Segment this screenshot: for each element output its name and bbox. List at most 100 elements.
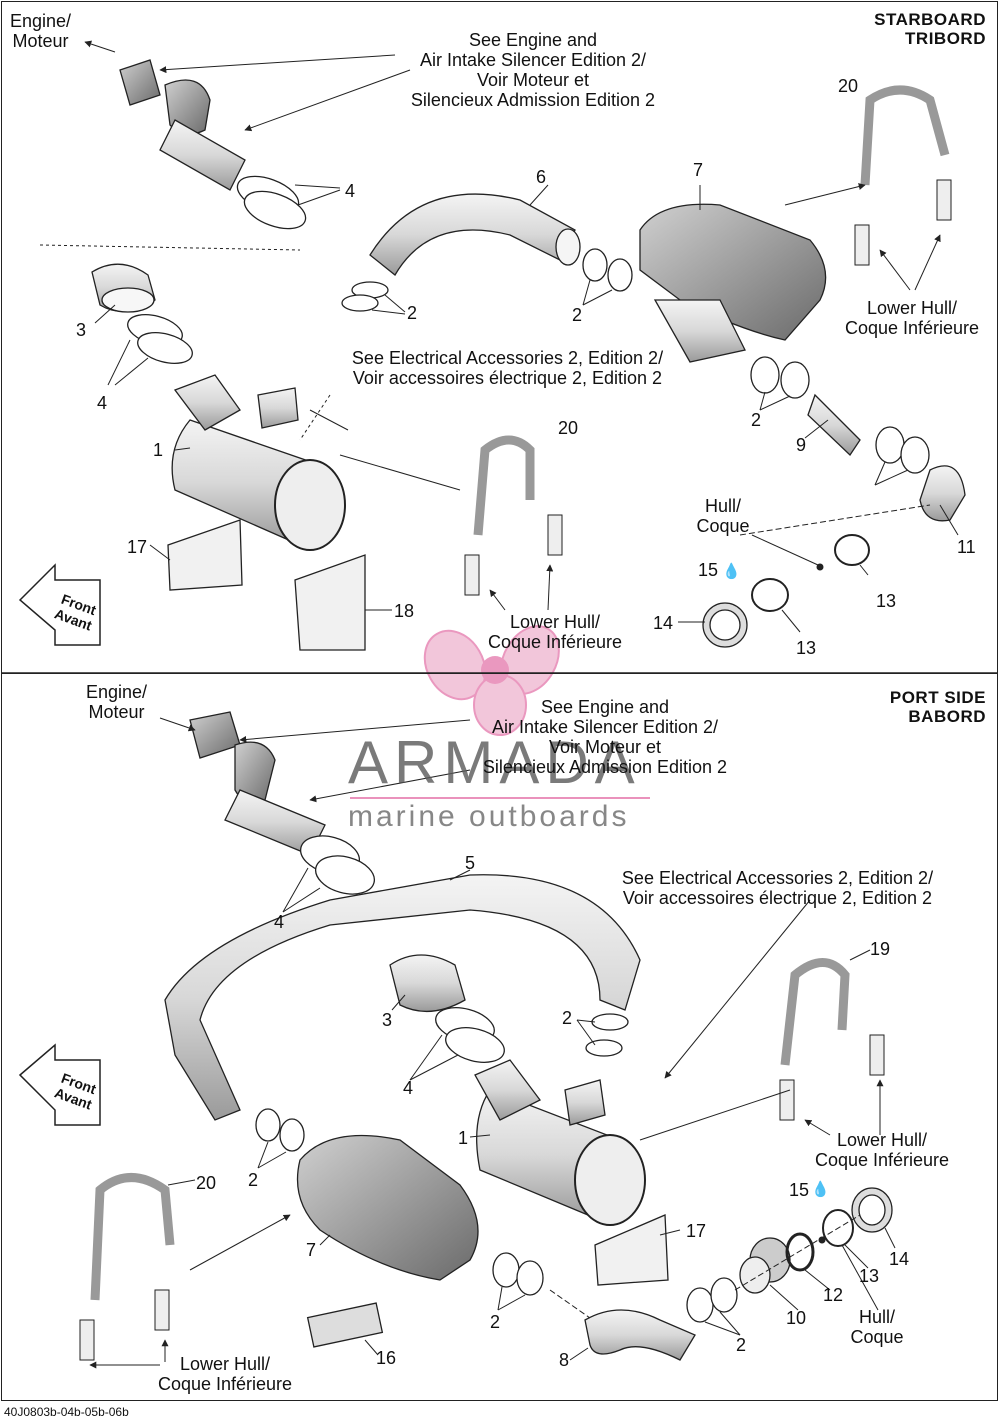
part-number: 14 — [653, 613, 674, 633]
port-leaders — [89, 717, 896, 1369]
part-number: 2 — [562, 1008, 573, 1028]
part-number: 10 — [786, 1308, 807, 1328]
brackets-port — [79, 1034, 885, 1361]
watermark-rule — [350, 797, 650, 799]
elbow-11 — [919, 465, 966, 522]
part-number: 4 — [403, 1078, 414, 1098]
clamps-4-upper — [236, 175, 307, 230]
strap-19 — [780, 958, 850, 1066]
drop-icon: 💧 — [811, 1181, 830, 1198]
clamps-4-lower — [127, 314, 193, 364]
part-number: 2 — [736, 1335, 747, 1355]
engine-label-port: Engine/ Moteur — [86, 682, 148, 722]
part-number: 8 — [559, 1350, 570, 1370]
lower-hull-label-port-a: Lower Hull/ Coque Inférieure — [814, 1130, 950, 1170]
part-number: 20 — [558, 418, 579, 438]
figure-code: 40J0803b-04b-05b-06b — [4, 1405, 129, 1419]
strap-20-b — [473, 435, 535, 536]
front-arrow-port — [18, 1043, 101, 1126]
ring-13-b — [751, 578, 789, 612]
part-number: 13 — [796, 638, 817, 658]
part-number: 13 — [876, 591, 897, 611]
watermark-logo — [423, 625, 560, 736]
muffler-1-port — [474, 1059, 646, 1226]
muffler-1 — [171, 374, 346, 551]
starboard-title: STARBOARD TRIBORD — [874, 10, 986, 48]
strap-20-a — [860, 85, 950, 186]
part-number: 15 — [698, 560, 719, 580]
part-number: 9 — [796, 435, 807, 455]
part-number: 16 — [376, 1348, 397, 1368]
port-title: PORT SIDE BABORD — [889, 688, 986, 726]
see-electrical-note-port: See Electrical Accessories 2, Edition 2/… — [621, 868, 934, 908]
fitting-10 — [739, 1237, 791, 1294]
watermark-brand: ARMADA — [348, 729, 641, 796]
part-number: 2 — [572, 305, 583, 325]
clamps-4-port-upper — [300, 835, 375, 895]
part-number: 7 — [693, 160, 704, 180]
ring-13-a — [834, 534, 870, 566]
part-number: 17 — [127, 537, 148, 557]
sleeve-3-port — [389, 954, 466, 1013]
hose-9 — [807, 393, 861, 457]
part-number: 13 — [859, 1266, 880, 1286]
starboard-leaders — [39, 40, 959, 633]
part-number: 20 — [838, 76, 859, 96]
part-number: 14 — [889, 1249, 910, 1269]
pipe-5 — [164, 874, 641, 1121]
drop-icon: 💧 — [722, 563, 741, 580]
part-number: 3 — [76, 320, 87, 340]
hull-label-starboard: Hull/ Coque — [696, 496, 750, 536]
clamps-4-port-lower — [435, 1007, 505, 1063]
part-number: 2 — [407, 303, 418, 323]
part-number: 19 — [870, 939, 891, 959]
fitting-14 — [702, 602, 748, 648]
see-engine-note-starboard: See Engine and Air Intake Silencer Editi… — [410, 30, 656, 110]
engine-label-starboard: Engine/ Moteur — [10, 11, 72, 51]
part-number: 3 — [382, 1010, 393, 1030]
lower-hull-label-starboard-b: Lower Hull/ Coque Inférieure — [487, 612, 623, 652]
fitting-14-port — [851, 1187, 893, 1233]
part-number: 11 — [957, 537, 976, 557]
hose-8 — [584, 1309, 696, 1361]
lower-hull-label-starboard-a: Lower Hull/ Coque Inférieure — [844, 298, 980, 338]
part-number: 2 — [751, 410, 762, 430]
part-number: 7 — [306, 1240, 317, 1260]
port-panel-frame — [1, 673, 998, 1401]
part-number: 2 — [248, 1170, 259, 1190]
lower-hull-label-port-b: Lower Hull/ Coque Inférieure — [157, 1354, 293, 1394]
part-number: 1 — [153, 440, 164, 460]
part-number: 20 — [196, 1173, 217, 1193]
port-panel-drawing — [18, 711, 896, 1369]
part-number: 4 — [345, 181, 356, 201]
silencer-7-port — [296, 1134, 479, 1281]
hull-label-port: Hull/ Coque — [850, 1307, 904, 1347]
part-number: 18 — [394, 601, 415, 621]
part-number: 4 — [274, 912, 285, 932]
part-number: 17 — [686, 1221, 707, 1241]
intake-boot-upper — [119, 59, 246, 191]
part-number: 6 — [536, 167, 547, 187]
intake-boot-port — [189, 711, 326, 856]
ring-12 — [785, 1232, 815, 1272]
part-number: 4 — [97, 393, 108, 413]
part-number: 2 — [490, 1312, 501, 1332]
silencer-7 — [639, 203, 827, 363]
strap-20-port — [90, 1173, 175, 1301]
part-number: 15 — [789, 1180, 810, 1200]
sleeve-3 — [91, 263, 156, 313]
watermark-tagline: marine outboards — [348, 800, 630, 833]
see-engine-note-port: See Engine and Air Intake Silencer Editi… — [482, 697, 728, 777]
front-arrow-starboard — [18, 563, 101, 646]
block-16 — [306, 1302, 384, 1348]
part-number: 5 — [465, 853, 476, 873]
ring-13-port — [822, 1209, 854, 1247]
brackets-upper — [464, 179, 952, 596]
support-17-port — [594, 1214, 669, 1286]
see-electrical-note-starboard: See Electrical Accessories 2, Edition 2/… — [351, 348, 664, 388]
part-number: 1 — [458, 1128, 469, 1148]
support-18 — [294, 554, 366, 651]
support-17 — [167, 519, 243, 591]
starboard-panel-drawing — [18, 40, 966, 651]
